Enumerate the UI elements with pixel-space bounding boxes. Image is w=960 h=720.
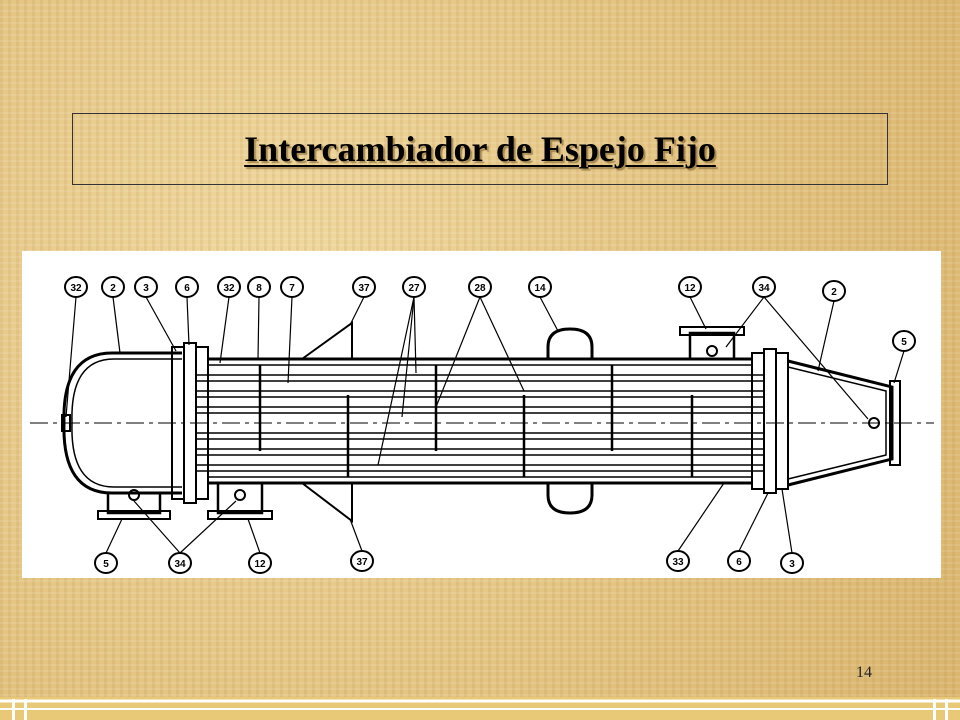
nozzle-12-bottom-center <box>234 489 246 501</box>
svg-text:7: 7 <box>289 283 295 294</box>
label-top-34: 34 <box>752 276 776 298</box>
nozzle-12-top <box>688 331 736 359</box>
support-top <box>301 321 353 360</box>
svg-text:12: 12 <box>254 559 266 570</box>
svg-text:34: 34 <box>758 283 770 294</box>
label-top-27: 27 <box>402 276 426 298</box>
label-bottom-37: 37 <box>350 550 374 572</box>
nozzle-5-flange <box>97 510 171 520</box>
svg-text:12: 12 <box>684 283 696 294</box>
svg-text:34: 34 <box>174 559 186 570</box>
svg-text:28: 28 <box>474 283 486 294</box>
label-bubbles: 32 2 3 6 32 8 <box>64 276 916 574</box>
right-head <box>787 359 894 487</box>
svg-text:5: 5 <box>901 337 907 348</box>
page-number: 14 <box>856 664 872 681</box>
svg-text:2: 2 <box>110 283 116 294</box>
label-top-3-left: 3 <box>134 276 158 298</box>
svg-text:14: 14 <box>534 283 546 294</box>
nozzle-12-top-flange <box>679 326 745 336</box>
label-top-2-right: 2 <box>822 280 846 302</box>
heat-exchanger-diagram: 32 2 3 6 32 8 <box>22 251 941 578</box>
nozzle-12-bottom-flange <box>207 510 273 520</box>
title-box: Intercambiador de Espejo Fijo <box>72 113 888 185</box>
label-top-32-middle: 32 <box>217 276 241 298</box>
label-top-28: 28 <box>468 276 492 298</box>
nozzle-12-top-center <box>706 345 718 357</box>
svg-text:6: 6 <box>184 283 190 294</box>
label-top-8: 8 <box>247 276 271 298</box>
svg-text:37: 37 <box>358 283 370 294</box>
svg-text:3: 3 <box>143 283 149 294</box>
nozzle-5 <box>106 493 162 515</box>
label-top-2-left: 2 <box>101 276 125 298</box>
label-bottom-6: 6 <box>727 550 751 572</box>
expansion-joint-top <box>546 327 594 359</box>
svg-text:27: 27 <box>408 283 420 294</box>
svg-text:33: 33 <box>672 557 684 568</box>
tube-bundle <box>196 374 764 472</box>
label-top-32-left: 32 <box>64 276 88 298</box>
label-bottom-12: 12 <box>248 552 272 574</box>
right-flange-3 <box>775 352 789 490</box>
support-bottom <box>301 482 353 524</box>
svg-text:6: 6 <box>736 557 742 568</box>
diagram-drawing: 32 2 3 6 32 8 <box>30 276 934 574</box>
bottom-decorative-bar <box>0 697 960 720</box>
label-bottom-5: 5 <box>94 552 118 574</box>
nozzle-5-center <box>128 489 140 501</box>
leader-lines <box>65 296 905 554</box>
slide-title: Intercambiador de Espejo Fijo <box>244 129 716 169</box>
label-top-12: 12 <box>678 276 702 298</box>
right-nozzle-center <box>868 417 880 429</box>
label-bottom-3: 3 <box>780 552 804 574</box>
right-shell-flange <box>751 352 765 490</box>
right-head-inner <box>787 366 887 480</box>
left-head-inner <box>71 358 182 488</box>
label-bottom-34: 34 <box>168 552 192 574</box>
label-bottom-33: 33 <box>666 550 690 572</box>
nozzle-12-bottom <box>216 483 264 515</box>
svg-text:37: 37 <box>356 557 368 568</box>
label-top-37: 37 <box>352 276 376 298</box>
svg-text:32: 32 <box>70 283 82 294</box>
svg-text:2: 2 <box>831 287 837 298</box>
label-top-7: 7 <box>280 276 304 298</box>
left-head <box>62 351 182 495</box>
baffles <box>258 365 694 477</box>
svg-text:32: 32 <box>223 283 235 294</box>
left-shell-flange <box>195 346 209 500</box>
svg-text:5: 5 <box>103 559 109 570</box>
label-top-14: 14 <box>528 276 552 298</box>
svg-text:8: 8 <box>256 283 262 294</box>
svg-text:3: 3 <box>789 559 795 570</box>
right-tubesheet-6 <box>763 348 777 494</box>
label-top-6-left: 6 <box>175 276 199 298</box>
label-top-5-right: 5 <box>892 330 916 352</box>
expansion-joint-bottom <box>546 483 594 515</box>
